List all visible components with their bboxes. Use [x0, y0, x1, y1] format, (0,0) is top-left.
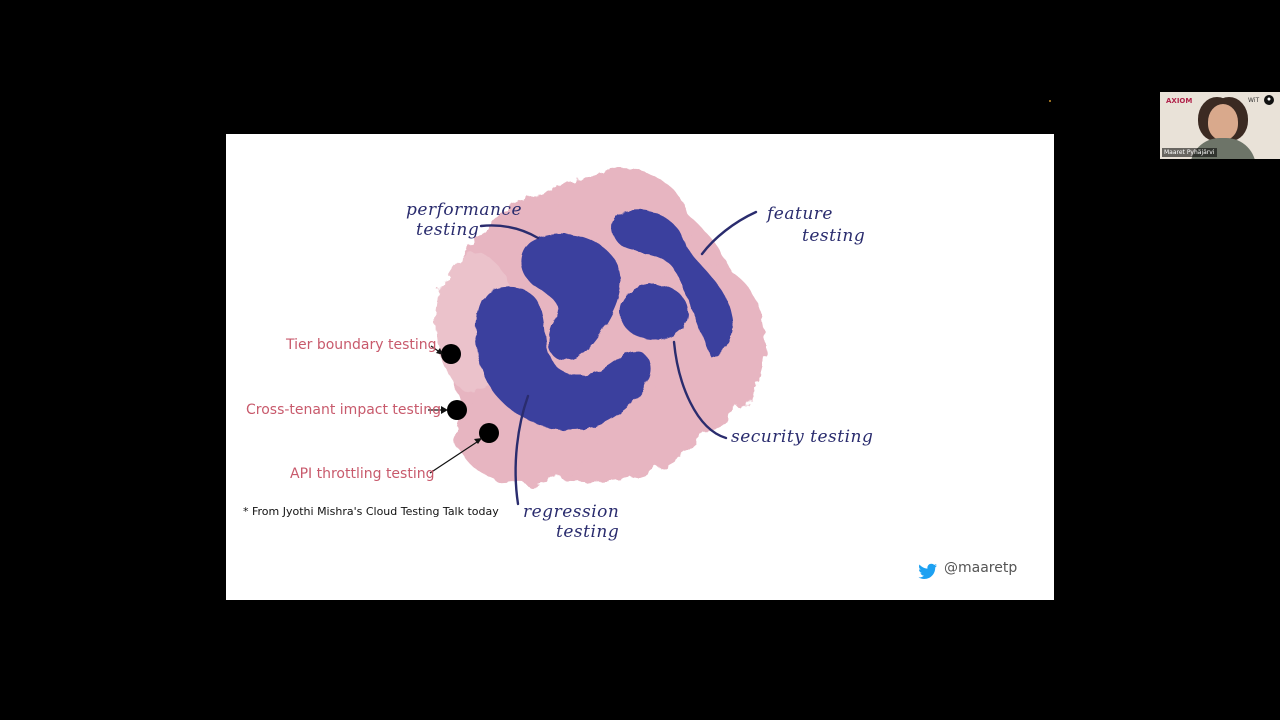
- hand-drawn-connectors: [479, 210, 758, 506]
- regression-label: regression: [523, 502, 620, 522]
- cursor-dot: [1049, 100, 1051, 102]
- twitter-handle: @maaretp: [944, 560, 1018, 576]
- regression-testing-label: testing: [556, 522, 620, 542]
- microphone-icon[interactable]: ●: [1264, 95, 1274, 105]
- security-testing-label: security testing: [731, 427, 874, 447]
- presentation-slide: Tier boundary testing Cross-tenant impac…: [226, 134, 1054, 600]
- performance-testing-label: testing: [416, 220, 480, 240]
- feature-testing-label: testing: [802, 226, 866, 246]
- twitter-handle-block: @maaretp: [918, 560, 1017, 576]
- speaker-name: Maaret Pyhäjärvi: [1162, 148, 1217, 157]
- feature-label: feature: [767, 204, 833, 224]
- twitter-bird-icon: [918, 563, 937, 579]
- wit-badge: WiT: [1248, 97, 1260, 104]
- testing-blob-illustration: [428, 169, 937, 579]
- api-throttling-label: API throttling testing: [290, 466, 435, 482]
- blue-blobs: [475, 209, 733, 430]
- performance-label: performance: [406, 200, 523, 220]
- black-dots: [441, 344, 499, 443]
- cross-tenant-label: Cross-tenant impact testing: [246, 402, 441, 418]
- speaker-face: [1208, 104, 1238, 140]
- tier-boundary-label: Tier boundary testing: [286, 337, 437, 353]
- speaker-webcam-thumbnail[interactable]: AXIOM WiT ● Maaret Pyhäjärvi: [1160, 92, 1280, 159]
- footnote: * From Jyothi Mishra's Cloud Testing Tal…: [243, 505, 499, 518]
- axiom-logo: AXIOM: [1166, 97, 1193, 105]
